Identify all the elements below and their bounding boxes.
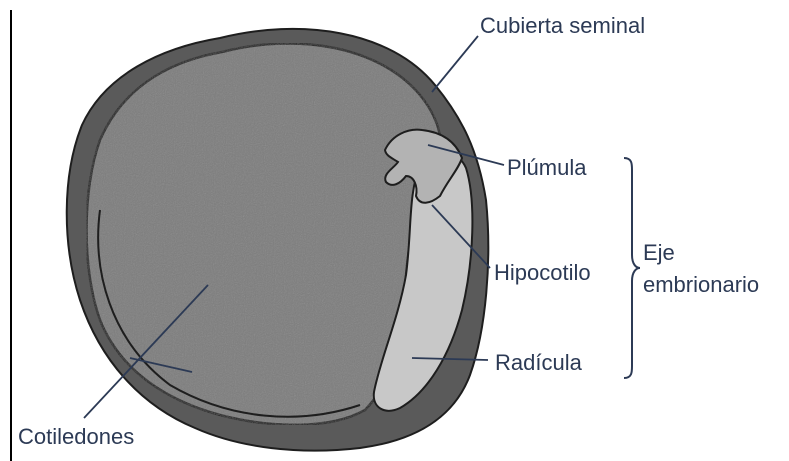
figure-frame-top-border (10, 0, 789, 2)
leader-cubierta-seminal (432, 36, 478, 92)
label-cotiledones: Cotiledones (18, 424, 134, 450)
label-cubierta-seminal: Cubierta seminal (480, 13, 645, 39)
label-eje-line1: Eje (643, 240, 675, 266)
label-eje-line2: embrionario (643, 272, 759, 298)
eje-embrionario-brace (624, 158, 640, 378)
label-radicula: Radícula (495, 350, 582, 376)
label-hipocotilo: Hipocotilo (494, 260, 591, 286)
label-plumula: Plúmula (507, 155, 586, 181)
